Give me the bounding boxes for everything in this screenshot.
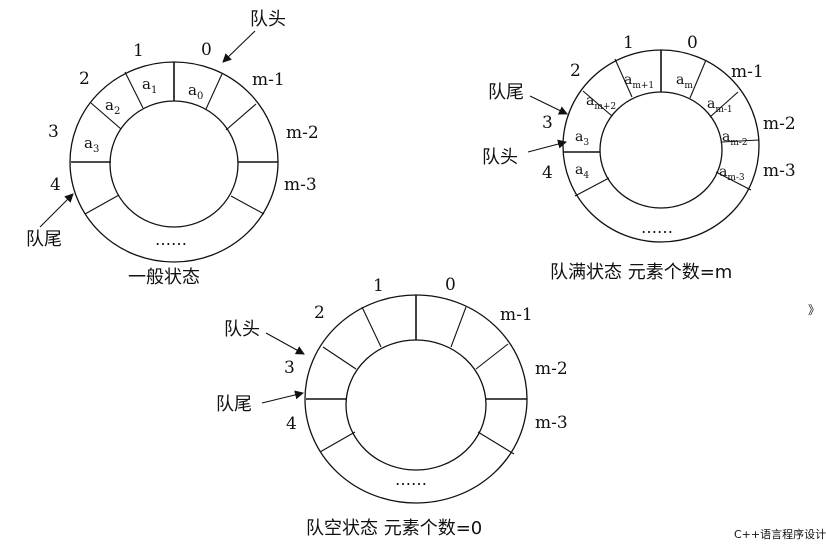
empty-index-m-3: m-3 (535, 413, 568, 433)
empty-index-m-1: m-1 (500, 305, 533, 325)
general-index-m-2: m-2 (286, 123, 319, 143)
side-mark: 》 (808, 303, 820, 317)
full-cell-a4: a4 (575, 162, 589, 181)
full-index-m-1: m-1 (731, 62, 764, 82)
general-cell-a0: a0 (188, 81, 203, 102)
full-index-3: 3 (542, 113, 553, 133)
general-index-m-3: m-3 (284, 175, 317, 195)
full-queue-ring (562, 49, 760, 243)
full-tail-arrow (529, 95, 568, 115)
general-cell-a2: a2 (105, 96, 120, 117)
general-ellipsis: …… (155, 230, 187, 249)
general-queue-ring (69, 61, 279, 263)
general-index-2: 2 (79, 69, 90, 89)
full-index-m-2: m-2 (763, 114, 796, 134)
full-cell-am-1: am-1 (707, 96, 733, 115)
full-head-label: 队头 (482, 147, 518, 168)
empty-index-m-2: m-2 (535, 359, 568, 379)
general-index-3: 3 (48, 122, 59, 142)
empty-index-0: 0 (445, 275, 456, 295)
general-tail-arrow (39, 193, 74, 228)
full-cells: am am+1 am+2 a3 a4 am-1 am-2 am-3 (575, 72, 748, 183)
general-index-1: 1 (133, 41, 144, 61)
empty-index-4: 4 (286, 414, 297, 434)
full-cell-am2: am+2 (586, 93, 616, 112)
full-cell-am-3: am-3 (719, 164, 745, 183)
full-cell-am: am (676, 72, 693, 91)
general-caption: 一般状态 (128, 267, 200, 288)
empty-index-3: 3 (284, 358, 295, 378)
general-index-4: 4 (50, 175, 61, 195)
general-head-arrow (222, 30, 256, 63)
general-cell-a3: a3 (84, 134, 99, 155)
full-index-1: 1 (623, 33, 634, 53)
full-caption: 队满状态 元素个数=m (550, 262, 732, 283)
empty-indices: 1 0 2 3 4 m-1 m-2 m-3 (284, 275, 568, 434)
empty-queue-ring (304, 294, 528, 504)
course-watermark: C++语言程序设计 (734, 527, 826, 541)
general-cells: a0 a1 a2 a3 (84, 75, 203, 155)
full-head-arrow (527, 139, 567, 153)
general-head-label: 队头 (250, 9, 286, 30)
empty-ellipsis: …… (395, 470, 427, 489)
full-cell-am-2: am-2 (722, 129, 748, 148)
general-index-0: 0 (201, 40, 212, 60)
empty-tail-label: 队尾 (216, 394, 252, 415)
general-index-m-1: m-1 (252, 70, 285, 90)
general-cell-a1: a1 (142, 75, 157, 96)
full-index-4: 4 (542, 163, 553, 183)
empty-index-1: 1 (373, 276, 384, 296)
full-index-0: 0 (687, 33, 698, 53)
empty-tail-arrow (261, 390, 304, 404)
full-index-2: 2 (570, 61, 581, 81)
full-index-m-3: m-3 (763, 161, 796, 181)
general-indices: 1 0 2 3 4 m-1 m-2 m-3 (48, 40, 319, 195)
full-indices: 1 0 2 3 4 m-1 m-2 m-3 (542, 33, 796, 183)
general-tail-label: 队尾 (26, 229, 62, 250)
empty-head-arrow (265, 332, 305, 355)
full-cell-am1: am+1 (624, 72, 654, 91)
empty-head-label: 队头 (224, 319, 260, 340)
full-tail-label: 队尾 (488, 82, 524, 103)
empty-caption: 队空状态 元素个数=0 (306, 518, 482, 539)
full-ellipsis: …… (641, 218, 673, 237)
empty-index-2: 2 (314, 303, 325, 323)
full-cell-a3: a3 (575, 129, 589, 148)
